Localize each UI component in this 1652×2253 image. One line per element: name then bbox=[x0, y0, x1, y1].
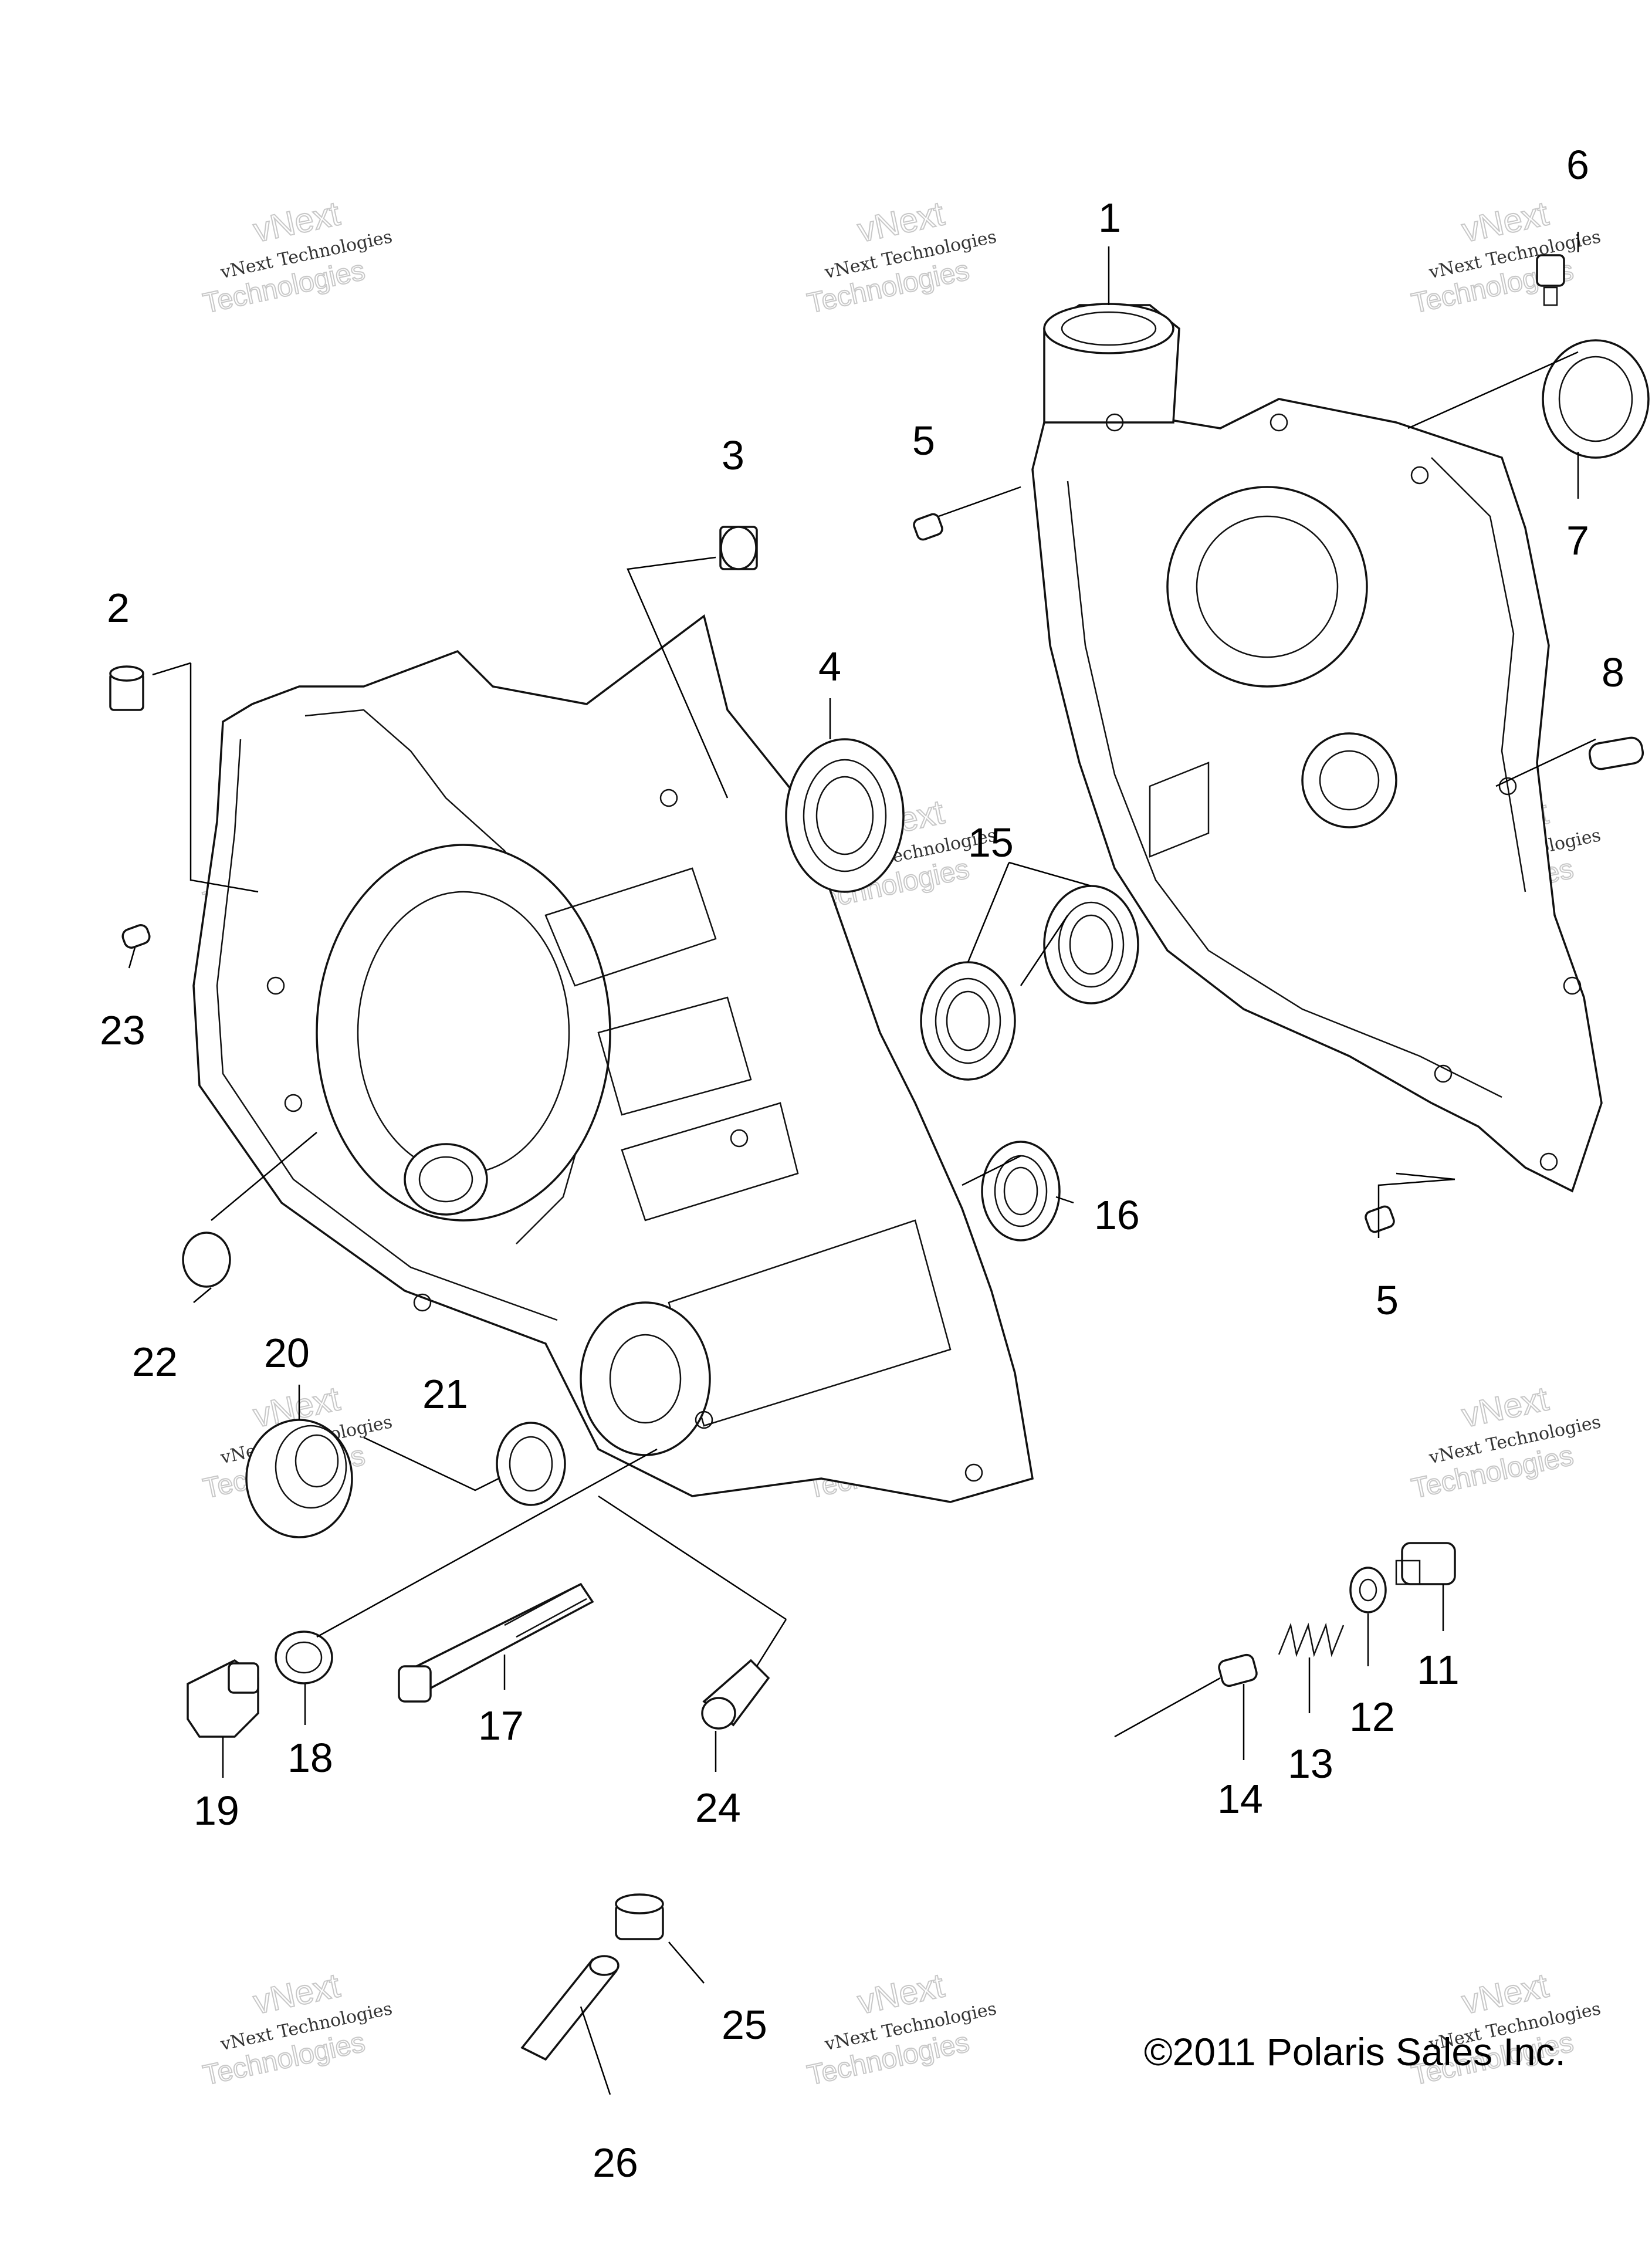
callout-1: 1 bbox=[1098, 195, 1121, 241]
callout-12: 12 bbox=[1349, 1694, 1395, 1740]
watermark-3: vNext vNext Technologies Technologies bbox=[1409, 194, 1603, 320]
bolt-hole bbox=[1270, 413, 1288, 432]
right-crankcase-secondary-bore bbox=[1301, 732, 1397, 828]
callout-21: 21 bbox=[422, 1371, 468, 1417]
part-5-dowel-pin-upper bbox=[913, 513, 943, 541]
bolt-hole bbox=[1434, 1064, 1453, 1083]
left-crankcase-output-bore bbox=[580, 1301, 711, 1456]
part-3-dowel-sleeve bbox=[719, 526, 758, 570]
left-crankcase-half bbox=[192, 614, 1034, 1503]
callout-20: 20 bbox=[264, 1330, 310, 1376]
callout-5-lower: 5 bbox=[1376, 1277, 1399, 1323]
callout-5-upper: 5 bbox=[912, 418, 935, 464]
part-5-dowel-pin-lower bbox=[1365, 1205, 1395, 1233]
left-crankcase-boss-inner bbox=[418, 1156, 473, 1203]
bolt-hole bbox=[1563, 976, 1582, 995]
callout-15: 15 bbox=[968, 820, 1014, 865]
callout-17: 17 bbox=[478, 1703, 524, 1748]
left-crankcase-ribs bbox=[544, 867, 952, 1427]
bolt-hole bbox=[413, 1293, 432, 1312]
callout-8: 8 bbox=[1602, 649, 1624, 695]
callout-18: 18 bbox=[287, 1735, 333, 1781]
part-11-bolt bbox=[1395, 1542, 1456, 1585]
callout-3: 3 bbox=[722, 432, 744, 478]
callout-14: 14 bbox=[1217, 1776, 1263, 1822]
part-19-drain-plug bbox=[187, 1659, 259, 1738]
part-13-spring bbox=[1278, 1622, 1345, 1657]
right-crankcase-secondary-bore-inner bbox=[1319, 750, 1380, 811]
callout-25: 25 bbox=[722, 2002, 767, 2048]
part-23-pin bbox=[121, 924, 151, 949]
bolt-hole bbox=[1105, 413, 1124, 432]
leader-lines bbox=[128, 232, 1596, 2095]
part-2-dowel-sleeve bbox=[109, 665, 144, 711]
right-crankcase-filler-opening bbox=[1043, 303, 1174, 354]
part-7-oil-seal bbox=[1542, 339, 1650, 459]
part-15-bearing-a bbox=[1043, 885, 1139, 1004]
part-18-washer bbox=[275, 1630, 333, 1684]
callout-22: 22 bbox=[132, 1339, 178, 1385]
bolt-hole bbox=[1539, 1152, 1558, 1171]
callout-4: 4 bbox=[818, 644, 841, 689]
watermark-2: vNext vNext Technologies Technologies bbox=[804, 194, 998, 320]
left-crankcase-outline bbox=[192, 614, 1034, 1503]
callout-7: 7 bbox=[1566, 517, 1589, 563]
part-6-bolt bbox=[1536, 254, 1565, 306]
left-crankcase-main-bore bbox=[316, 844, 611, 1222]
bolt-hole bbox=[695, 1410, 713, 1429]
right-crankcase-filler-inner bbox=[1061, 311, 1157, 346]
left-crankcase-output-inner bbox=[609, 1334, 682, 1424]
part-4-bearing bbox=[785, 738, 905, 893]
callout-labels: 1 2 3 4 5 5 6 7 8 11 12 13 14 15 16 17 1… bbox=[100, 142, 1624, 2186]
copyright-notice: ©2011 Polaris Sales Inc. bbox=[1144, 2030, 1566, 2073]
callout-11: 11 bbox=[1417, 1647, 1460, 1693]
part-26-tube bbox=[520, 1955, 620, 2061]
part-17-bolt bbox=[398, 1582, 594, 1703]
callout-6: 6 bbox=[1566, 142, 1589, 188]
callout-2: 2 bbox=[107, 585, 130, 631]
part-22-plug bbox=[182, 1232, 231, 1288]
right-crankcase-gasket-face bbox=[1067, 457, 1526, 1098]
callout-23: 23 bbox=[100, 1007, 145, 1053]
callout-13: 13 bbox=[1288, 1741, 1333, 1787]
part-16-bearing bbox=[981, 1141, 1061, 1241]
right-crankcase-half bbox=[1031, 303, 1603, 1193]
callout-16: 16 bbox=[1094, 1192, 1140, 1238]
callout-19: 19 bbox=[194, 1788, 239, 1833]
watermark-1: vNext vNext Technologies Technologies bbox=[200, 194, 394, 320]
bolt-hole bbox=[659, 789, 678, 807]
bolt-hole bbox=[284, 1094, 303, 1112]
right-crankcase-boss bbox=[1149, 762, 1210, 858]
bolt-hole bbox=[1498, 777, 1517, 796]
bolt-hole bbox=[1410, 466, 1429, 485]
watermark-10: vNext vNext Technologies Technologies bbox=[200, 1966, 394, 2092]
part-24-dowel bbox=[701, 1659, 770, 1730]
small-parts bbox=[109, 254, 1650, 2061]
left-crankcase-boss bbox=[404, 1143, 488, 1216]
bolt-hole bbox=[266, 976, 285, 995]
part-21-seal bbox=[496, 1422, 566, 1506]
watermark-11: vNext vNext Technologies Technologies bbox=[804, 1966, 998, 2092]
part-15-bearing-b bbox=[920, 961, 1016, 1081]
part-20-plug-assembly bbox=[245, 1419, 353, 1538]
bolt-hole bbox=[964, 1463, 983, 1482]
callout-26: 26 bbox=[593, 2140, 638, 2186]
callout-24: 24 bbox=[695, 1785, 741, 1831]
watermark-9: vNext vNext Technologies Technologies bbox=[1409, 1379, 1603, 1505]
part-25-sleeve bbox=[615, 1893, 664, 1940]
part-14-plunger bbox=[1218, 1653, 1258, 1687]
bolt-hole bbox=[730, 1129, 749, 1148]
right-crankcase-main-bore-inner bbox=[1196, 515, 1339, 658]
part-8-pin bbox=[1588, 736, 1644, 770]
part-12-washer bbox=[1349, 1567, 1387, 1613]
